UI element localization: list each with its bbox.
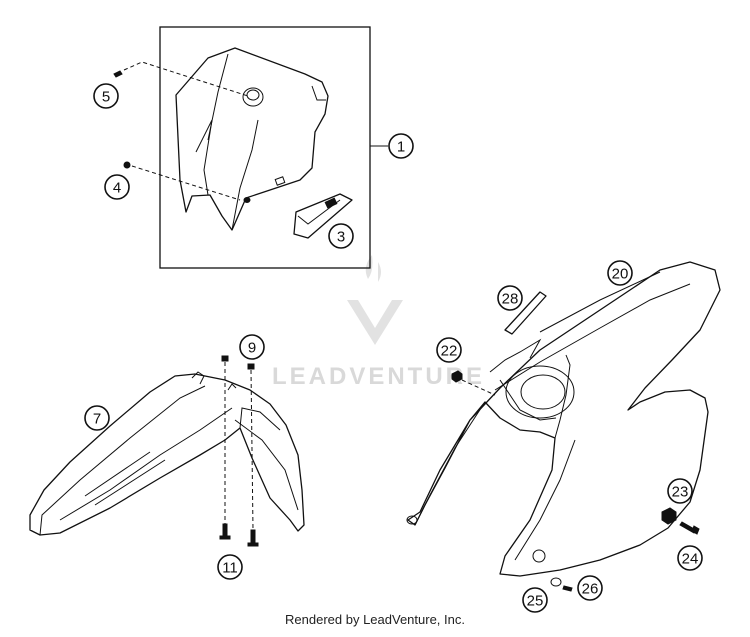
callout-11-label: 11 (222, 560, 238, 577)
callout-9-label: 9 (248, 340, 256, 357)
callout-11: 11 (217, 554, 243, 580)
screw-5-hardware (113, 61, 249, 97)
callout-7-label: 7 (93, 411, 101, 428)
callout-26-label: 26 (582, 581, 599, 598)
fender-bolts-hardware (219, 355, 259, 547)
callout-22: 22 (436, 337, 462, 363)
callout-5: 5 (93, 83, 119, 109)
rear-fender-part (406, 261, 721, 577)
callout-1: 1 (388, 133, 414, 159)
callout-20-label: 20 (612, 266, 629, 283)
callout-22-label: 22 (441, 343, 458, 360)
callout-25-label: 25 (527, 593, 544, 610)
callout-1-label: 1 (397, 139, 405, 156)
number-plate-part (175, 47, 329, 231)
decal-28-part (504, 291, 547, 335)
watermark-text: LEADVENTURE (272, 363, 485, 390)
watermark: LEADVENTURE (272, 255, 485, 390)
callout-23: 23 (667, 478, 693, 504)
callout-24-label: 24 (682, 551, 699, 568)
number-plate-group-frame (159, 26, 371, 269)
footer-credit: Rendered by LeadVenture, Inc. (285, 612, 465, 627)
nut-22-hardware (451, 370, 496, 396)
washer-25-26-hardware (550, 577, 573, 592)
callout-3-label: 3 (337, 229, 345, 246)
callout-9: 9 (239, 334, 265, 360)
callout-4-label: 4 (113, 180, 121, 197)
callout-4: 4 (104, 174, 130, 200)
callout-20: 20 (607, 260, 633, 286)
callout-24: 24 (677, 545, 703, 571)
callout-28-label: 28 (502, 291, 519, 308)
front-fender-part (29, 371, 305, 536)
nut-4-hardware (123, 161, 241, 201)
callout-3: 3 (328, 223, 354, 249)
callout-5-label: 5 (102, 89, 110, 106)
callout-28: 28 (497, 285, 523, 311)
callout-26: 26 (577, 575, 603, 601)
sticker-part (293, 193, 353, 239)
callout-7: 7 (84, 405, 110, 431)
callout-23-label: 23 (672, 484, 689, 501)
callout-25: 25 (522, 587, 548, 613)
bolt-23-24-hardware (661, 507, 700, 535)
